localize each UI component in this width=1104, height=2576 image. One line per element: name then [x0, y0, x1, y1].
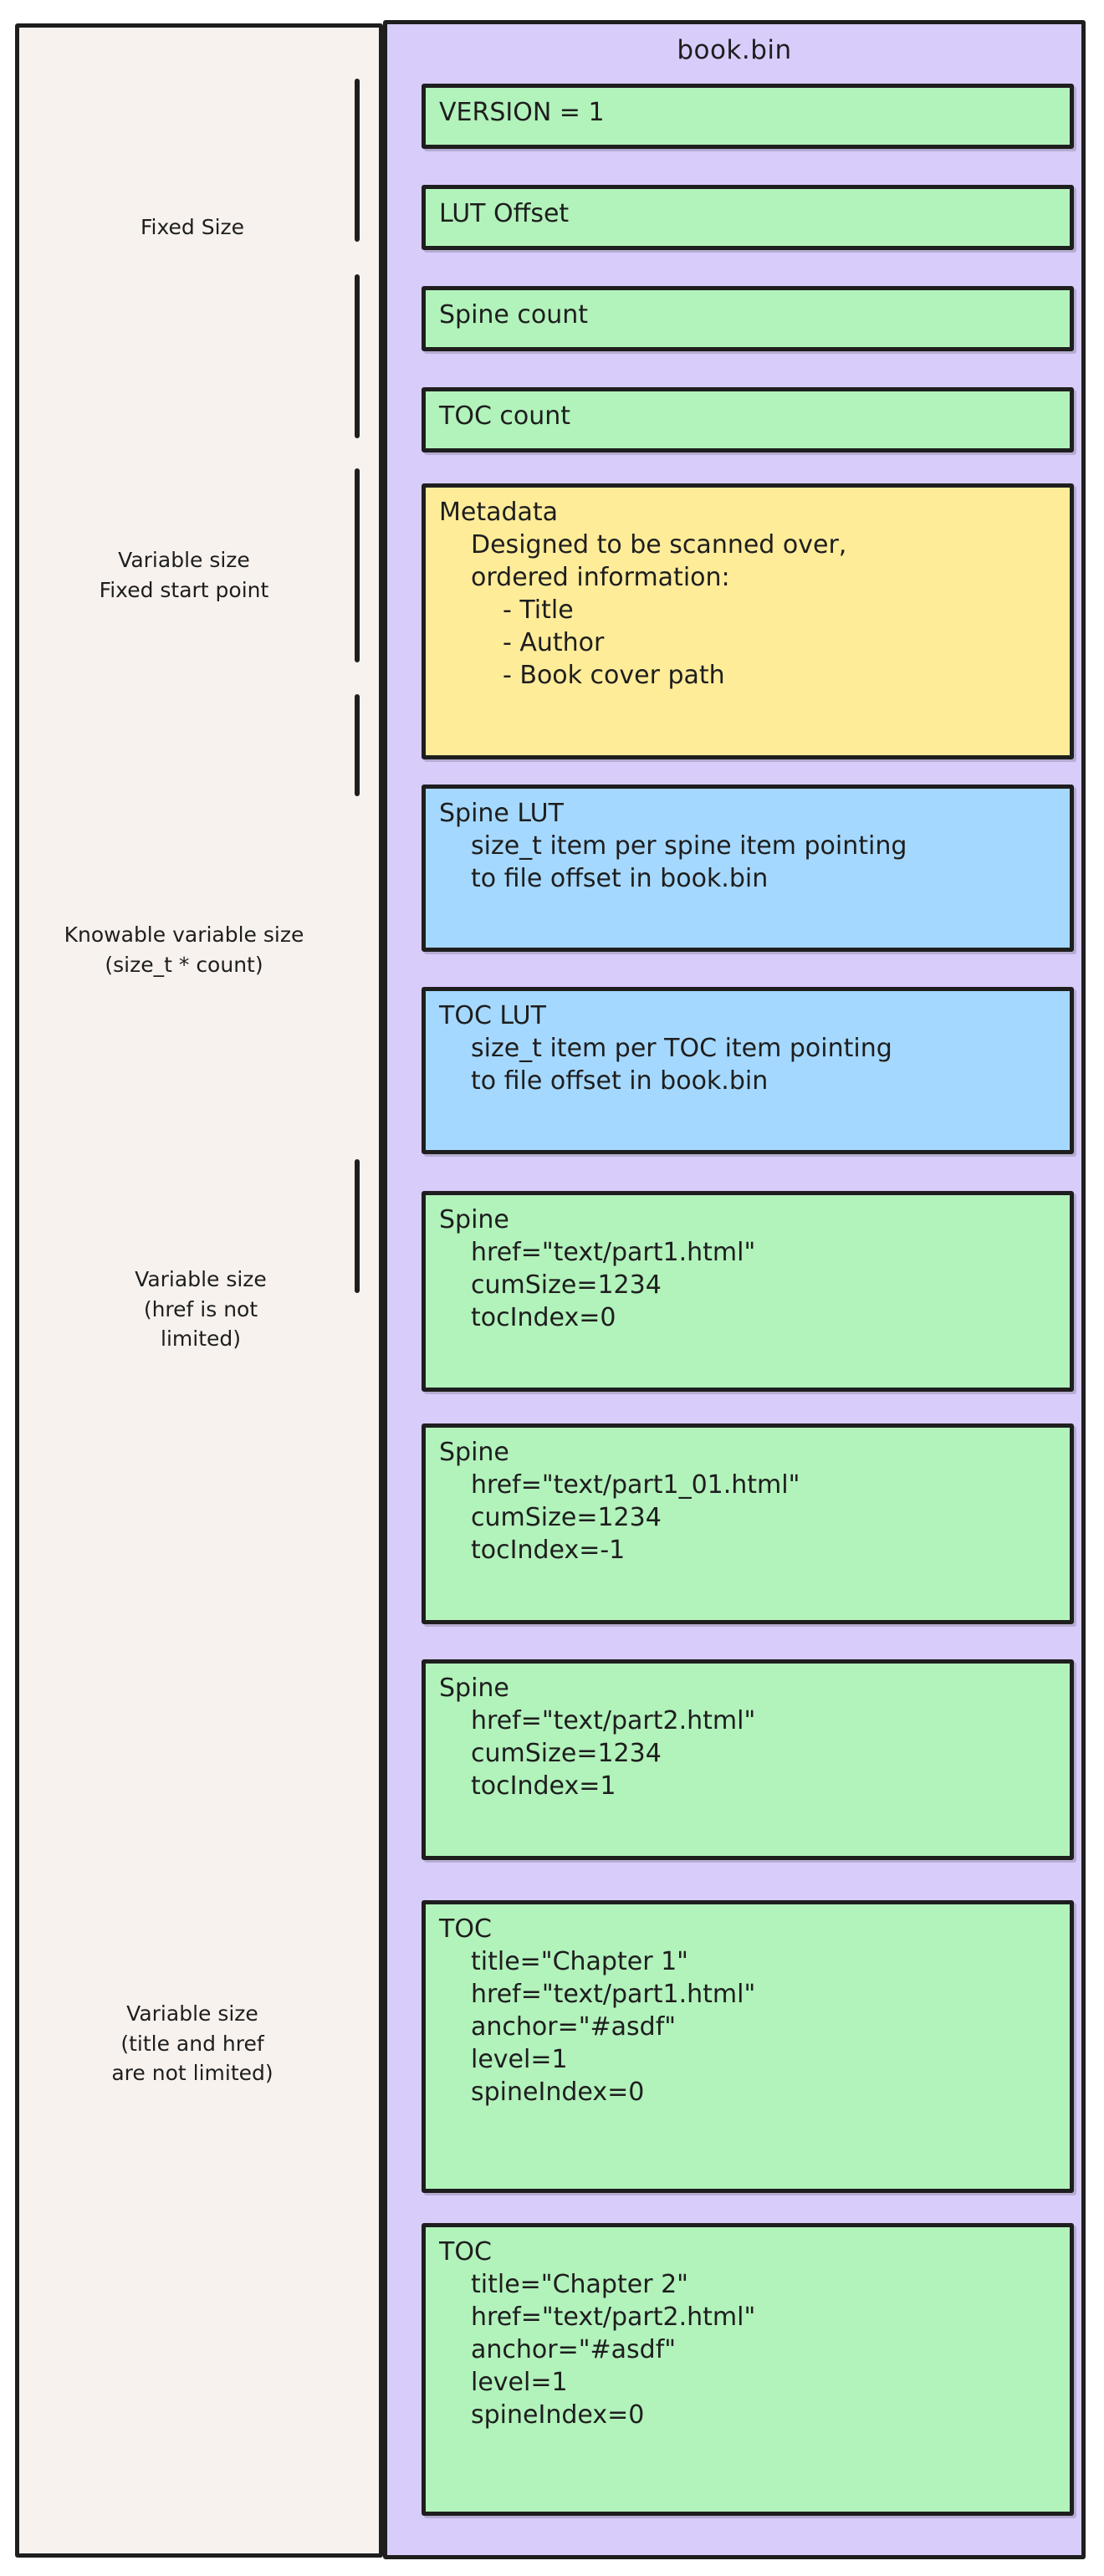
- block-spine-count: Spine count: [422, 286, 1074, 351]
- block-line: size_t item per spine item pointing: [471, 831, 907, 861]
- block-line: cumSize=1234: [471, 1270, 662, 1300]
- block-line: href="text/part1_01.html": [471, 1470, 800, 1500]
- block-line: - Book cover path: [503, 661, 725, 690]
- bracket-variable-fixed-start: [355, 274, 360, 438]
- bracket-variable-href: [355, 694, 360, 796]
- block-line: spineIndex=0: [471, 2078, 645, 2107]
- block-toc-2: TOC title="Chapter 2" href="text/part2.htm…: [422, 2223, 1074, 2516]
- bracket-knowable-variable-size: [355, 468, 360, 662]
- block-line: to file offset in book.bin: [471, 864, 769, 893]
- block-line: spineIndex=0: [471, 2400, 645, 2430]
- block-line: anchor="#asdf": [471, 2335, 677, 2364]
- block-line: tocIndex=-1: [471, 1536, 626, 1565]
- block-line: href="text/part2.html": [471, 1706, 756, 1735]
- block-line: TOC: [439, 2237, 492, 2267]
- bracket-variable-title-href: [355, 1159, 360, 1293]
- block-line: Metadata: [439, 498, 559, 527]
- block-line: tocIndex=0: [471, 1303, 616, 1332]
- block-spine-2: Spine href="text/part1_01.html" cumSize=12…: [422, 1423, 1074, 1624]
- bracket-fixed-size: [355, 79, 360, 242]
- block-toc-1: TOC title="Chapter 1" href="text/part1.htm…: [422, 1900, 1074, 2193]
- label-variable-title-href: Variable size (title and href are not li…: [111, 2001, 273, 2085]
- block-line: VERSION = 1: [439, 98, 605, 127]
- block-line: to file offset in book.bin: [471, 1066, 769, 1096]
- block-line: size_t item per TOC item pointing: [471, 1034, 892, 1063]
- label-knowable-variable-size: Knowable variable size (size_t * count): [64, 923, 304, 977]
- left-annotation-panel: [15, 23, 383, 2558]
- block-line: cumSize=1234: [471, 1503, 662, 1532]
- block-line: href="text/part1.html": [471, 1980, 756, 2009]
- block-line: - Author: [503, 628, 605, 657]
- block-line: - Title: [503, 595, 574, 625]
- block-line: ordered information:: [471, 563, 730, 592]
- label-fixed-size: Fixed Size: [140, 215, 245, 239]
- block-line: Spine: [439, 1205, 509, 1234]
- block-line: TOC: [439, 1914, 492, 1944]
- block-line: level=1: [471, 2045, 568, 2074]
- block-line: Spine count: [439, 300, 589, 330]
- block-line: TOC count: [439, 401, 571, 431]
- label-variable-href: Variable size (href is not limited): [135, 1267, 267, 1351]
- block-line: href="text/part2.html": [471, 2303, 756, 2332]
- block-line: level=1: [471, 2368, 568, 2397]
- block-lut-offset: LUT Offset: [422, 185, 1074, 250]
- block-line: anchor="#asdf": [471, 2012, 677, 2042]
- block-line: cumSize=1234: [471, 1739, 662, 1768]
- block-version: VERSION = 1: [422, 84, 1074, 149]
- block-line: title="Chapter 1": [471, 1947, 688, 1976]
- block-line: Spine: [439, 1438, 509, 1467]
- page-title: book.bin: [677, 35, 792, 65]
- block-toc-lut: TOC LUT size_t item per TOC item pointing…: [422, 987, 1074, 1154]
- block-line: TOC LUT: [439, 1001, 546, 1030]
- block-line: href="text/part1.html": [471, 1238, 756, 1267]
- block-line: Spine LUT: [439, 799, 564, 828]
- block-spine-3: Spine href="text/part2.html" cumSize=1234 t…: [422, 1659, 1074, 1860]
- block-line: Designed to be scanned over,: [471, 530, 847, 560]
- block-line: Spine: [439, 1674, 509, 1703]
- block-line: tocIndex=1: [471, 1771, 616, 1801]
- block-spine-1: Spine href="text/part1.html" cumSize=1234 t…: [422, 1191, 1074, 1392]
- block-line: LUT Offset: [439, 199, 570, 228]
- block-line: title="Chapter 2": [471, 2270, 688, 2299]
- block-toc-count: TOC count: [422, 387, 1074, 452]
- block-spine-lut: Spine LUT size_t item per spine item poin…: [422, 785, 1074, 952]
- label-variable-fixed-start: Variable size Fixed start point: [99, 548, 269, 602]
